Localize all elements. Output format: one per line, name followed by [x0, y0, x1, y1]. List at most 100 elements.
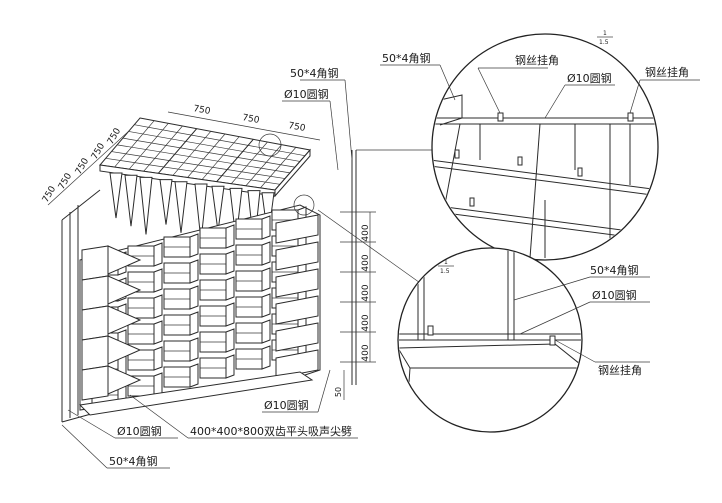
- wedge-side: [153, 242, 163, 267]
- front-wedge-array: [78, 204, 321, 416]
- dim-left-1: 750: [41, 184, 58, 204]
- wedge-side: [189, 311, 199, 336]
- grid-line: [230, 141, 268, 184]
- hanging-wedge: [159, 179, 173, 225]
- detail-top-label-angle-steel: 50*4角钢: [382, 52, 431, 65]
- dim-left-2: 750: [57, 171, 74, 191]
- wedge-side: [189, 259, 199, 284]
- label-angle-steel-bottom: 50*4角钢: [109, 455, 158, 468]
- label-round-steel-top: Ø10圆钢: [284, 88, 329, 101]
- hanging-wedge: [174, 181, 188, 233]
- grid-line: [128, 123, 169, 170]
- wedge-left-block: [81, 365, 109, 401]
- wedge-side: [153, 294, 163, 319]
- wedge-left-block: [81, 305, 109, 341]
- detail-bottom-label-angle-steel: 50*4角钢: [590, 264, 639, 277]
- wedge-side: [225, 224, 235, 249]
- grid-line: [187, 133, 226, 178]
- hanging-wedge: [124, 174, 138, 227]
- hanging-wedge: [139, 176, 153, 235]
- wedge-right-block: [275, 268, 319, 298]
- wedge-right-block: [275, 241, 319, 271]
- grid-line: [105, 157, 281, 185]
- wedge-left-block: [81, 275, 109, 311]
- dim-left-5: 750: [106, 126, 123, 146]
- callout-circle-top: [258, 133, 282, 157]
- callout-circle-mid: [293, 194, 315, 216]
- hanging-wedge: [229, 187, 243, 240]
- top-wedges: [109, 172, 275, 248]
- wedge-side: [153, 320, 163, 345]
- wedge-side: [261, 345, 271, 370]
- detail-bottom-scale-den: 1.5: [440, 268, 450, 275]
- wedge-side: [225, 250, 235, 275]
- wedge-side: [153, 346, 163, 371]
- wedge-side: [261, 319, 271, 344]
- wedge-side: [225, 328, 235, 353]
- grid-beam: [216, 139, 254, 182]
- dim-left-4: 750: [90, 141, 107, 161]
- dim-right-4: 400: [361, 314, 371, 331]
- wedge-left-block: [81, 245, 109, 281]
- wedge-right-block: [275, 214, 319, 244]
- wedge-right-block: [275, 295, 319, 325]
- grid-line: [114, 120, 155, 168]
- hanging-wedge: [211, 185, 225, 232]
- dim-right-1: 400: [361, 224, 371, 241]
- wedge-side: [261, 267, 271, 292]
- dim-top-3: 750: [287, 121, 306, 134]
- label-round-steel-bottom: Ø10圆钢: [264, 399, 309, 412]
- wedge-side: [189, 233, 199, 258]
- wedge-bottom-strip: [78, 371, 314, 416]
- wedge-side: [225, 354, 235, 379]
- wedge-side: [225, 276, 235, 301]
- dim-left-3: 750: [74, 156, 91, 176]
- wedge-left-tip: [107, 245, 142, 275]
- wedge-side: [261, 293, 271, 318]
- wedge-side: [225, 302, 235, 327]
- grid-line: [134, 124, 306, 157]
- grid-line: [201, 136, 240, 180]
- dim-top-2: 750: [241, 113, 260, 126]
- dim-right-2: 400: [361, 254, 371, 271]
- hanging-wedge: [194, 183, 208, 242]
- label-round-steel-left: Ø10圆钢: [117, 425, 162, 438]
- grid-beam: [157, 128, 198, 174]
- grid-line: [143, 125, 183, 172]
- wedge-side: [189, 285, 199, 310]
- dim-right-3: 400: [361, 284, 371, 301]
- detail-top-label-wire-hook-right: 钢丝挂角: [645, 65, 689, 79]
- detail-top-scale-den: 1.5: [599, 39, 609, 46]
- wedge-left-tip: [107, 275, 142, 305]
- detail-top: 1 1.5 50*4角钢 钢丝挂角 Ø10圆钢 钢丝挂角: [380, 30, 700, 261]
- wedge-side: [189, 337, 199, 362]
- wedge-side: [189, 363, 199, 388]
- grid-line: [117, 144, 291, 174]
- detail-top-label-wire-hook-left: 钢丝挂角: [515, 53, 559, 67]
- detail-top-label-round-steel: Ø10圆钢: [567, 72, 612, 85]
- wedge-side: [153, 268, 163, 293]
- main-isometric-view: 400 400 400 400 400 50 750 750 750 750 7…: [41, 67, 440, 469]
- detail-top-scale-num: 1: [603, 30, 607, 37]
- dim-top-1: 750: [192, 104, 211, 117]
- grid-line: [122, 137, 296, 168]
- label-wedge: 400*400*800双齿平头吸声尖劈: [190, 424, 352, 438]
- wedge-left-tip: [107, 305, 142, 335]
- label-angle-steel-top: 50*4角钢: [290, 67, 339, 80]
- wedge-left-block: [81, 335, 109, 371]
- grid-side-edge: [274, 148, 311, 198]
- detail-bottom-label-wire-hook: 钢丝挂角: [598, 363, 642, 377]
- grid-line: [111, 151, 286, 179]
- grid-line: [260, 147, 297, 189]
- detail-bottom: 1 1.5 50*4角钢 Ø10圆钢 钢丝挂角: [397, 247, 650, 433]
- wedge-left-tip: [107, 365, 142, 395]
- detail-bottom-label-round-steel: Ø10圆钢: [592, 289, 637, 302]
- wedge-side: [261, 215, 271, 240]
- grid-line: [172, 131, 212, 176]
- grid-line: [245, 144, 282, 187]
- hanging-wedge: [109, 172, 123, 219]
- wedge-left-tip: [107, 335, 142, 365]
- dim-right-5: 400: [361, 344, 371, 361]
